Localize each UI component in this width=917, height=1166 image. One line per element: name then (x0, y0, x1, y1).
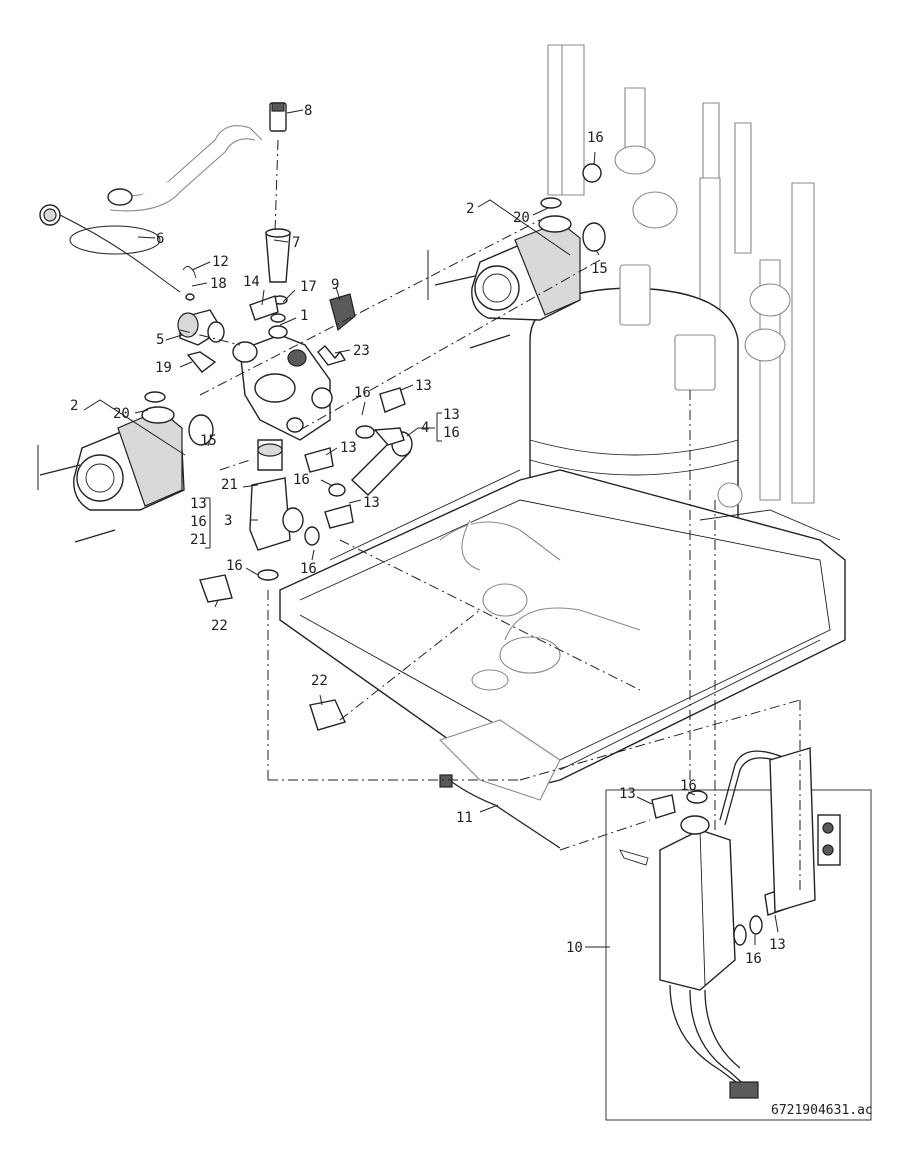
fitting-5 (177, 309, 225, 346)
document-number: 6721904631.ac (771, 1103, 873, 1118)
manifold-1 (232, 325, 333, 441)
label-13b: 13 (340, 440, 357, 456)
label-16e: 16 (226, 558, 243, 574)
label-23: 23 (353, 343, 370, 359)
label-16c: 16 (293, 472, 310, 488)
fitting-3 (249, 439, 304, 581)
sensor-7 (265, 228, 291, 305)
label-8: 8 (304, 103, 312, 119)
label-20b: 20 (113, 406, 130, 422)
leader-lines (37, 109, 779, 948)
pump-2-upper (434, 163, 606, 349)
label-11: 11 (456, 810, 473, 826)
label-5: 5 (156, 332, 164, 348)
hose-6 (39, 125, 263, 293)
label-15b: 15 (200, 433, 217, 449)
label-14: 14 (243, 274, 260, 290)
label-16g: 16 (745, 951, 762, 967)
cable-11 (439, 774, 561, 849)
pipe-4 (350, 425, 413, 496)
clips-13 (304, 387, 789, 916)
label-19: 19 (155, 360, 172, 376)
label-22b: 22 (311, 673, 328, 689)
label-16b: 16 (354, 385, 371, 401)
label-group4-b: 16 (443, 425, 460, 441)
valve-8 (269, 102, 287, 233)
label-4: 4 (421, 420, 429, 436)
small-parts (182, 266, 356, 373)
label-16f: 16 (680, 778, 697, 794)
assembly-lines (179, 219, 801, 890)
label-group3-c: 21 (190, 532, 207, 548)
label-1: 1 (300, 308, 308, 324)
label-15a: 15 (591, 261, 608, 277)
label-7: 7 (292, 235, 300, 251)
part-labels: 8 7 6 12 18 14 17 9 1 5 23 19 16 13 4 13… (70, 103, 873, 1118)
label-13e: 13 (769, 937, 786, 953)
label-2a: 2 (466, 201, 474, 217)
label-16d: 16 (300, 561, 317, 577)
label-group3-b: 16 (190, 514, 207, 530)
clips-22 (199, 574, 346, 731)
label-13c: 13 (363, 495, 380, 511)
heater-10-box (605, 747, 872, 1121)
label-21a: 21 (221, 477, 238, 493)
label-group4-a: 13 (443, 407, 460, 423)
label-12: 12 (212, 254, 229, 270)
label-16a: 16 (587, 130, 604, 146)
label-2b: 2 (70, 398, 78, 414)
label-6: 6 (156, 231, 164, 247)
label-13a: 13 (415, 378, 432, 394)
label-20a: 20 (513, 210, 530, 226)
pump-2-lower (39, 391, 214, 543)
label-3: 3 (224, 513, 232, 529)
label-22a: 22 (211, 618, 228, 634)
label-group3-a: 13 (190, 496, 207, 512)
label-13d: 13 (619, 786, 636, 802)
label-17: 17 (300, 279, 317, 295)
label-9: 9 (331, 277, 339, 293)
background-assembly (279, 44, 846, 801)
label-18: 18 (210, 276, 227, 292)
label-10: 10 (566, 940, 583, 956)
